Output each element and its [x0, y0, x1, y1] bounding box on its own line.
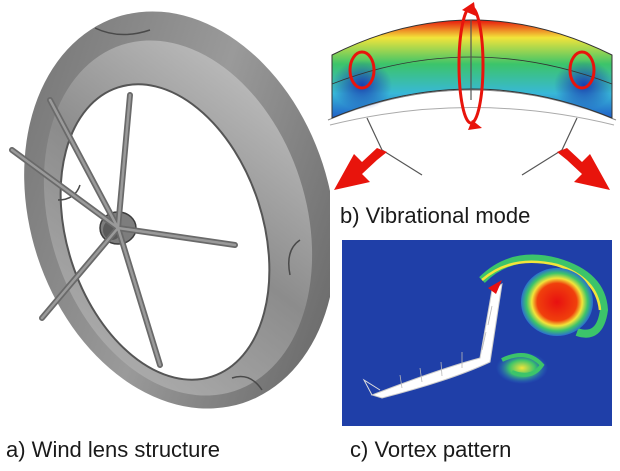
- mode-contour-band: [332, 20, 612, 118]
- caption-vibrational-mode: b) Vibrational mode: [340, 203, 531, 228]
- caption-wind-lens-structure: a) Wind lens structure: [6, 437, 220, 462]
- main-vortex-core: [521, 268, 593, 336]
- displacement-arrow-icons: [334, 148, 610, 190]
- duct-cross-section: [370, 283, 503, 399]
- caption-vortex-pattern: c) Vortex pattern: [350, 437, 512, 462]
- vortex-pattern-figure: [342, 240, 612, 426]
- wind-lens-structure-figure: [0, 0, 330, 430]
- shear-layer: [479, 254, 609, 338]
- vibrational-mode-figure: [322, 0, 620, 200]
